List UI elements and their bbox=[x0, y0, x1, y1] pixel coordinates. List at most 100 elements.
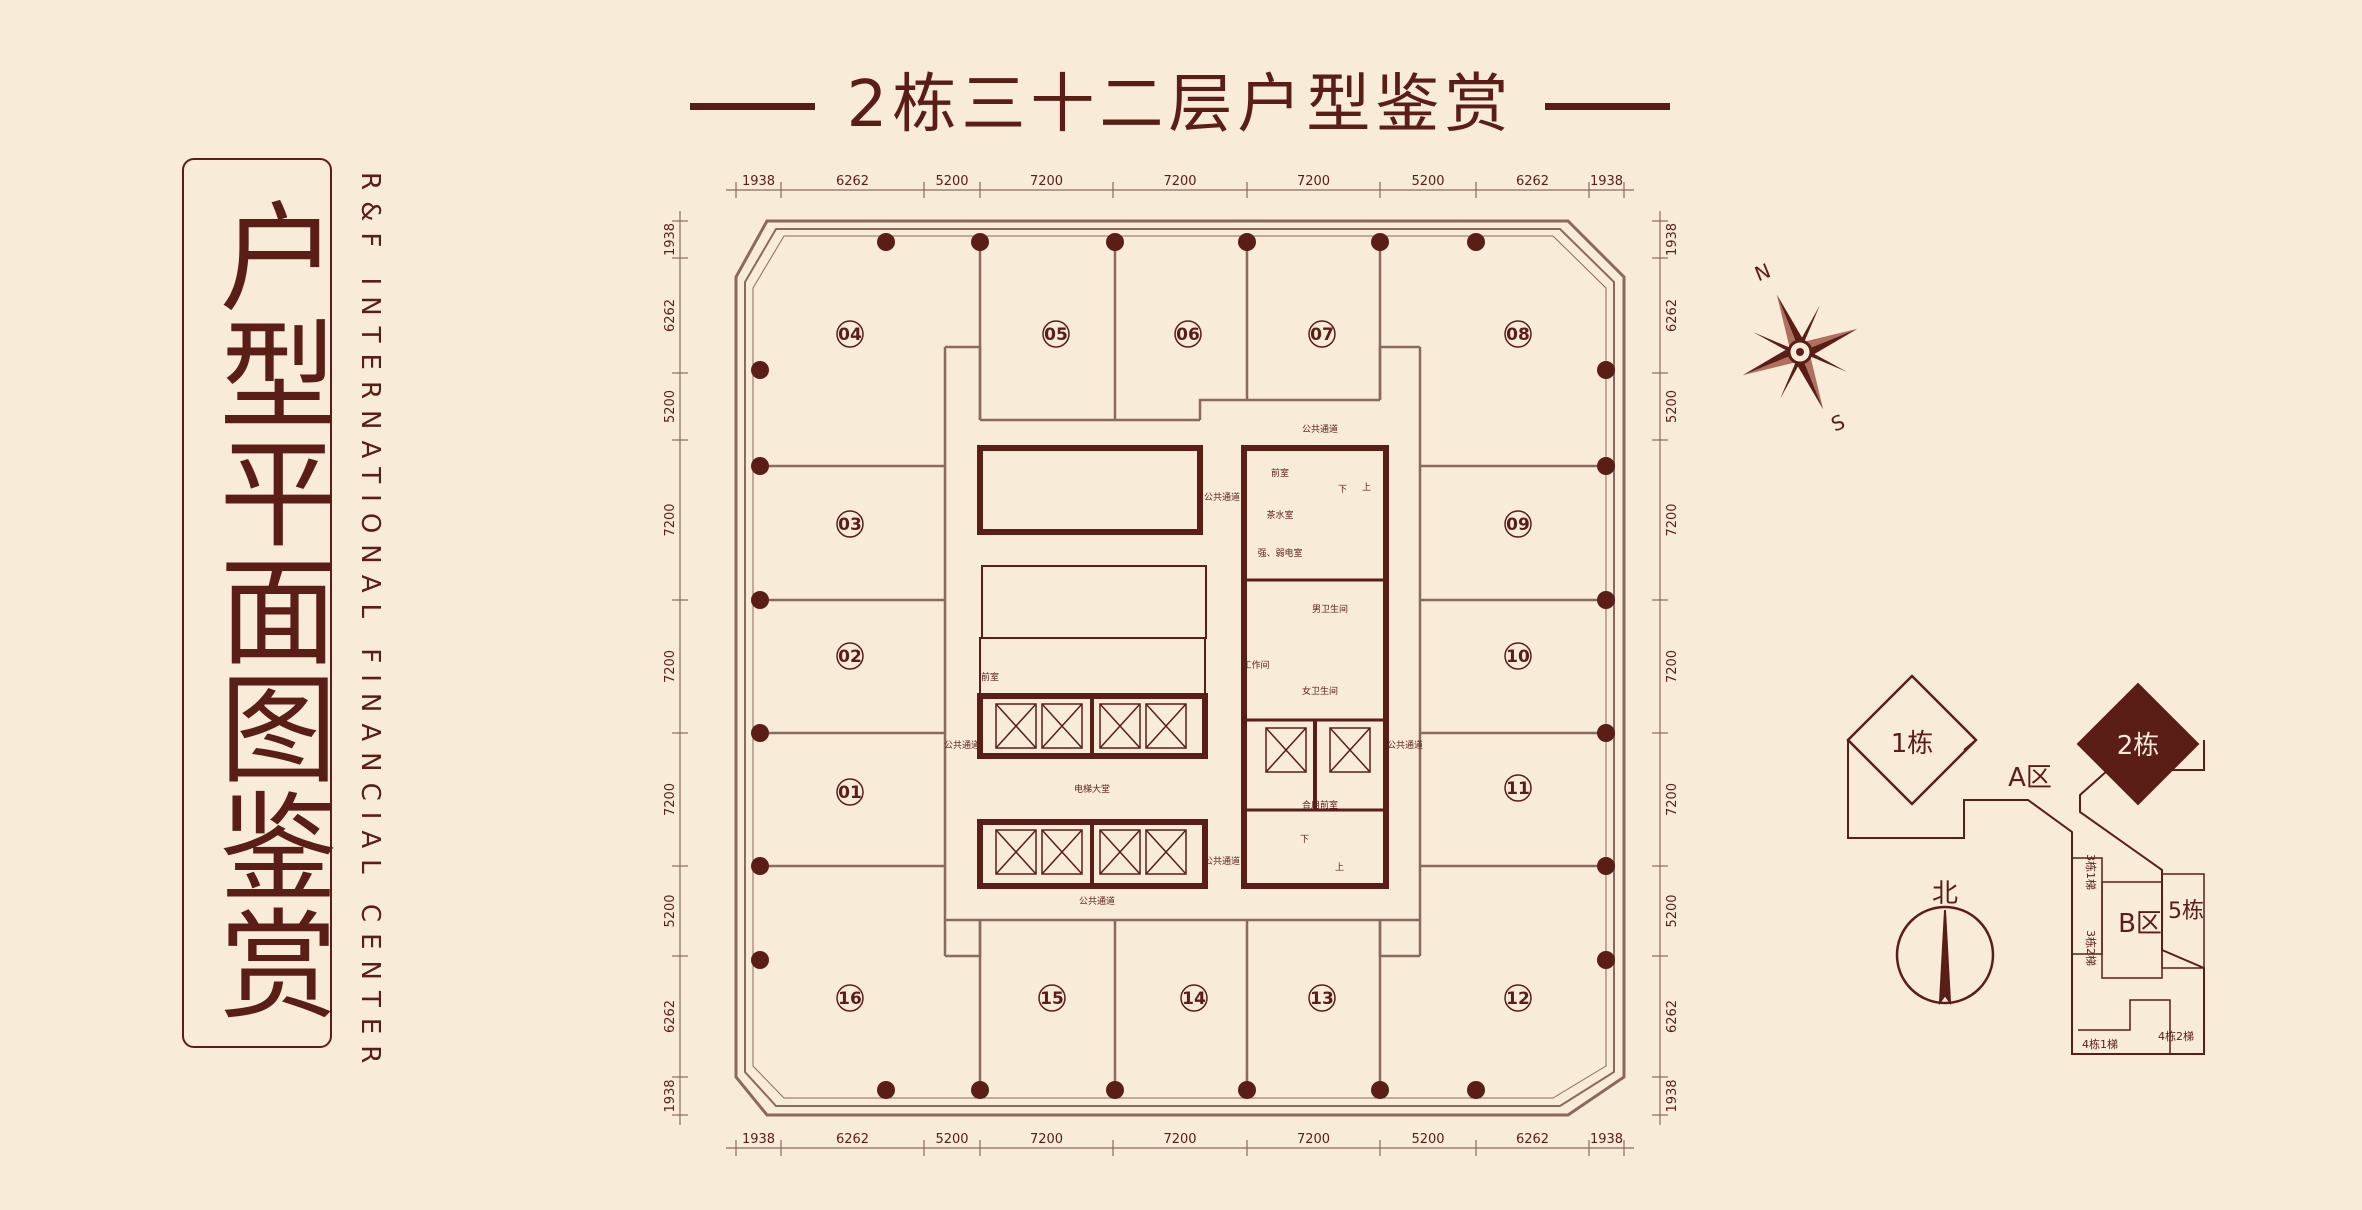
dim-label-top-0: 1938 bbox=[742, 174, 775, 189]
side-title: 户型平面图鉴赏 bbox=[199, 196, 337, 1022]
unit-label-16: 16 bbox=[838, 989, 862, 1009]
dim-label-top-7: 6262 bbox=[1516, 174, 1549, 189]
site-map-labels: 1栋 2栋 A区 B区 5栋 北 3栋1梯 3栋2梯 4栋1梯 4栋2梯 bbox=[1891, 729, 2204, 1051]
unit-11: 11 bbox=[1504, 774, 1532, 802]
dim-label-left-6: 5200 bbox=[663, 894, 678, 927]
column-13 bbox=[1597, 724, 1615, 742]
compass-s: S bbox=[1828, 409, 1849, 436]
dim-label-bottom-6: 5200 bbox=[1411, 1132, 1444, 1147]
column-23 bbox=[1467, 1081, 1485, 1099]
dim-label-left-0: 1938 bbox=[663, 223, 678, 256]
column-21 bbox=[1238, 1081, 1256, 1099]
unit-09: 09 bbox=[1504, 510, 1532, 538]
label-public-corridor-core: 公共通道 bbox=[1204, 491, 1240, 503]
elevator-1 bbox=[1041, 703, 1083, 749]
site-map bbox=[1846, 674, 2205, 1055]
dim-label-right-7: 6262 bbox=[1665, 1000, 1680, 1033]
unit-15: 15 bbox=[1038, 984, 1066, 1012]
dim-label-right-3: 7200 bbox=[1665, 503, 1680, 536]
column-14 bbox=[751, 857, 769, 875]
elevator-5 bbox=[1041, 829, 1083, 875]
elevator-7 bbox=[1145, 829, 1187, 875]
elevator-8 bbox=[1265, 727, 1307, 773]
unit-10: 10 bbox=[1504, 642, 1532, 670]
structural-columns bbox=[751, 233, 1615, 1099]
label-tea-room: 茶水室 bbox=[1266, 509, 1293, 521]
dim-label-bottom-4: 7200 bbox=[1163, 1132, 1196, 1147]
column-9 bbox=[1597, 457, 1615, 475]
site-building-1: 1栋 bbox=[1891, 729, 1934, 759]
dimension-labels: 1938 6262 5200 7200 7200 7200 5200 6262 1938 1938… bbox=[663, 174, 1680, 1147]
elevator-2 bbox=[1099, 703, 1141, 749]
label-public-corridor-core-2: 公共通道 bbox=[1204, 855, 1240, 867]
title-rule-right bbox=[1545, 103, 1670, 110]
column-4 bbox=[1371, 233, 1389, 251]
column-16 bbox=[751, 951, 769, 969]
unit-label-08: 08 bbox=[1506, 325, 1530, 345]
unit-partitions bbox=[753, 236, 1606, 1098]
column-20 bbox=[1106, 1081, 1124, 1099]
label-public-corridor-top: 公共通道 bbox=[1302, 423, 1338, 435]
label-down-2: 下 bbox=[1300, 835, 1309, 845]
unit-label-03: 03 bbox=[838, 515, 862, 535]
dim-label-bottom-8: 1938 bbox=[1590, 1132, 1623, 1147]
column-18 bbox=[877, 1081, 895, 1099]
unit-label-06: 06 bbox=[1176, 325, 1200, 345]
label-up: 上 bbox=[1362, 482, 1371, 493]
page-title: 2栋三十二层户型鉴赏 bbox=[846, 68, 1514, 142]
dim-label-left-8: 1938 bbox=[663, 1079, 678, 1112]
unit-13: 13 bbox=[1308, 984, 1336, 1012]
unit-label-11: 11 bbox=[1506, 779, 1530, 799]
dim-label-top-2: 5200 bbox=[935, 174, 968, 189]
unit-label-12: 12 bbox=[1506, 989, 1530, 1009]
column-19 bbox=[971, 1081, 989, 1099]
side-title-box: 户型平面图鉴赏 bbox=[182, 158, 337, 1048]
site-zone-a: A区 bbox=[2008, 763, 2052, 793]
unit-01: 01 bbox=[836, 778, 864, 806]
column-5 bbox=[1467, 233, 1485, 251]
elevator-0 bbox=[995, 703, 1037, 749]
building-outline bbox=[734, 219, 1626, 1117]
site-b3-1: 3栋1梯 bbox=[2084, 854, 2098, 890]
unit-04: 04 bbox=[836, 320, 864, 348]
page-title-group: 2栋三十二层户型鉴赏 bbox=[690, 60, 1670, 150]
unit-05: 05 bbox=[1042, 320, 1070, 348]
unit-label-07: 07 bbox=[1310, 325, 1334, 345]
column-22 bbox=[1371, 1081, 1389, 1099]
dim-label-bottom-3: 7200 bbox=[1030, 1132, 1063, 1147]
dim-label-left-2: 5200 bbox=[663, 390, 678, 423]
label-public-corridor-right: 公共通道 bbox=[1387, 739, 1423, 751]
title-rule-left bbox=[690, 103, 815, 110]
dim-label-left-5: 7200 bbox=[663, 783, 678, 816]
dim-label-right-4: 7200 bbox=[1665, 650, 1680, 683]
label-mens-toilet: 男卫生间 bbox=[1312, 603, 1348, 615]
site-north: 北 bbox=[1932, 879, 1958, 909]
dimension-lines bbox=[672, 182, 1668, 1156]
dim-label-top-3: 7200 bbox=[1030, 174, 1063, 189]
dim-label-top-4: 7200 bbox=[1163, 174, 1196, 189]
dim-label-right-5: 7200 bbox=[1665, 783, 1680, 816]
dim-label-right-0: 1938 bbox=[1665, 223, 1680, 256]
dim-label-left-4: 7200 bbox=[663, 650, 678, 683]
dim-label-bottom-1: 6262 bbox=[836, 1132, 869, 1147]
dim-label-bottom-2: 5200 bbox=[935, 1132, 968, 1147]
unit-08: 08 bbox=[1504, 320, 1532, 348]
dim-label-left-1: 6262 bbox=[663, 299, 678, 332]
column-11 bbox=[1597, 591, 1615, 609]
dim-label-right-6: 5200 bbox=[1665, 894, 1680, 927]
label-electrical-room: 强、弱电室 bbox=[1257, 547, 1302, 559]
unit-14: 14 bbox=[1180, 984, 1208, 1012]
unit-label-04: 04 bbox=[838, 325, 862, 345]
dim-label-top-8: 1938 bbox=[1590, 174, 1623, 189]
unit-label-15: 15 bbox=[1040, 989, 1064, 1009]
label-up-2: 上 bbox=[1335, 862, 1344, 873]
dim-label-top-6: 5200 bbox=[1411, 174, 1444, 189]
site-building-5: 5栋 bbox=[2168, 899, 2204, 924]
column-3 bbox=[1238, 233, 1256, 251]
unit-12: 12 bbox=[1504, 984, 1532, 1012]
side-subtitle: R&F INTERNATIONAL FINANCIAL CENTER bbox=[355, 172, 385, 1075]
elevator-3 bbox=[1145, 703, 1187, 749]
dim-label-top-1: 6262 bbox=[836, 174, 869, 189]
dim-label-right-2: 5200 bbox=[1665, 390, 1680, 423]
core-labels: 公共通道 公共通道 前室 茶水室 强、弱电室 男卫生间 女卫生间 工作间 电梯大… bbox=[944, 423, 1423, 907]
